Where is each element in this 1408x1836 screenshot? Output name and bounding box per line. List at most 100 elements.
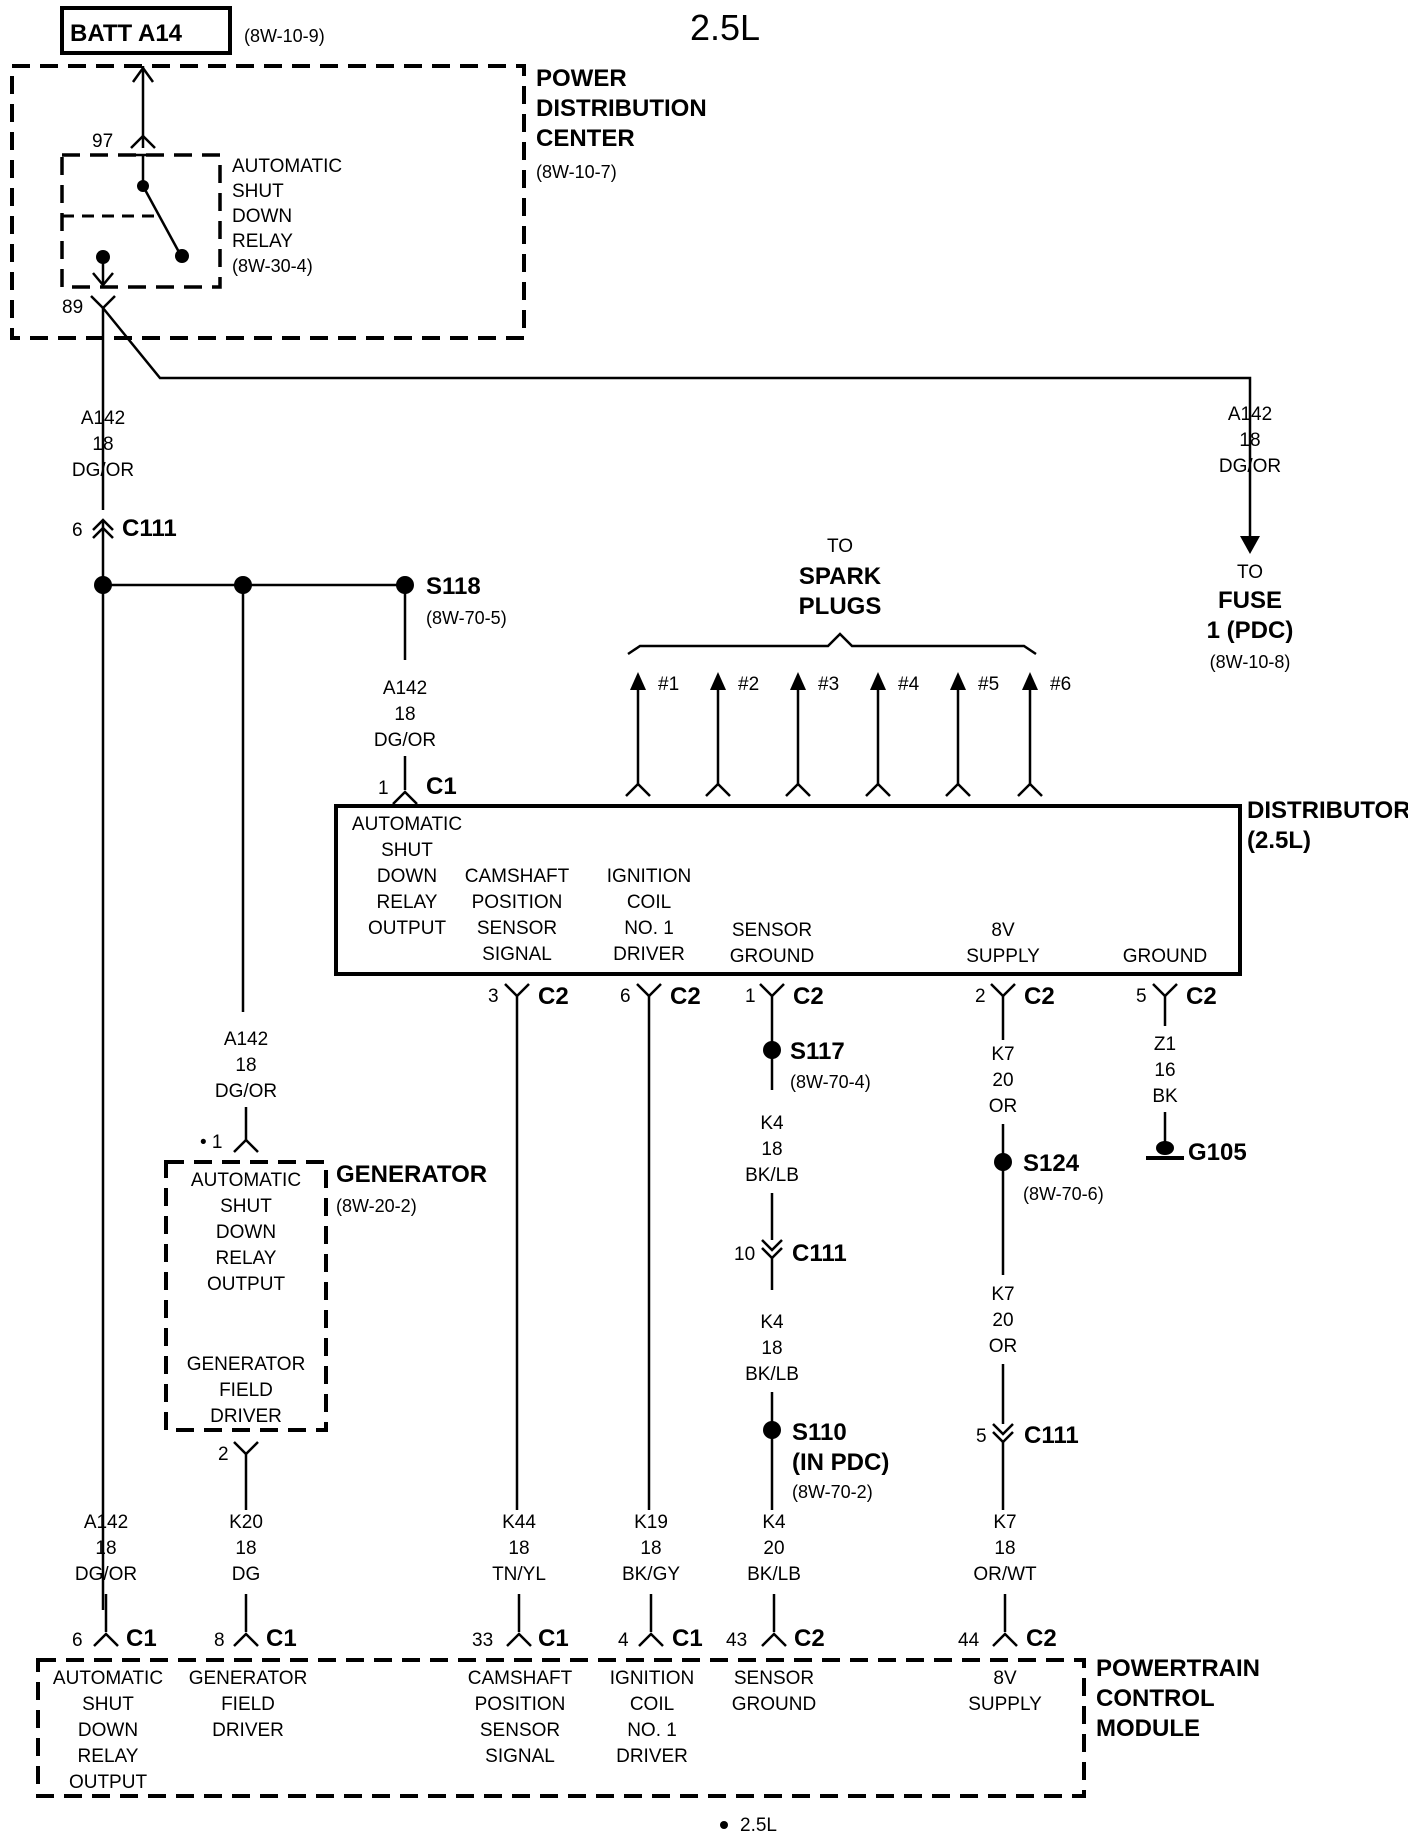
wire-a142-s118-color: DG/OR [374, 730, 436, 751]
gen-asd-1: AUTOMATIC [191, 1170, 301, 1191]
pcm-connectors: 6 C1 8 C1 33 C1 4 C1 43 C2 44 C2 [72, 1625, 1057, 1652]
arrow-to-fuse [1240, 536, 1260, 554]
k19-name: K19 [634, 1512, 668, 1533]
plug-2-label: #2 [738, 674, 759, 695]
c111-k4-label: C111 [792, 1240, 847, 1267]
dist-ign-2: COIL [627, 892, 671, 913]
pcm-ign-1: IGNITION [610, 1668, 694, 1689]
pcm-c2-pin44-num: 44 [958, 1630, 980, 1651]
dist-ign-3: NO. 1 [624, 918, 674, 939]
pdc-pin-89: 89 [62, 297, 83, 318]
plug-6-label: #6 [1050, 674, 1071, 695]
dist-c1-label: C1 [426, 773, 457, 800]
distributor-title-2: (2.5L) [1247, 827, 1311, 854]
k20-name: K20 [229, 1512, 263, 1533]
wire-a142-s118-name: A142 [383, 678, 427, 699]
a142-gen-gauge: 18 [235, 1055, 256, 1076]
k4c-gauge: 20 [763, 1538, 784, 1559]
dist-c2-pin6: 6 C2 [620, 983, 701, 1010]
a142-bottom-color: DG/OR [75, 1564, 137, 1585]
gen-asd-2: SHUT [220, 1196, 272, 1217]
dist-c2-connectors: 3 C2 6 C2 1 C2 2 C2 5 C2 [488, 983, 1217, 1010]
pcm-title-2: CONTROL [1096, 1685, 1215, 1712]
spark-label-2: PLUGS [799, 593, 882, 620]
ground-g105-icon [1146, 1141, 1184, 1160]
gen-field-1: GENERATOR [187, 1354, 306, 1375]
dist-c2-pin1-num: 1 [745, 986, 756, 1007]
pcm-c1-pin33-label: C1 [538, 1625, 569, 1652]
spark-label-1: SPARK [799, 563, 882, 590]
k4b-color: BK/LB [745, 1364, 799, 1385]
k19-color: BK/GY [622, 1564, 680, 1585]
c111-k4-pin: 10 [734, 1244, 755, 1265]
s117-ref: (8W-70-4) [790, 1072, 871, 1092]
pcm-cam-1: CAMSHAFT [468, 1668, 573, 1689]
pcm-sg-2: GROUND [732, 1694, 816, 1715]
wire-a142-left-color: DG/OR [72, 460, 134, 481]
gen-asd-5: OUTPUT [207, 1274, 286, 1295]
gen-field-2: FIELD [219, 1380, 273, 1401]
k4a-name: K4 [760, 1113, 784, 1134]
gen-pin-2: 2 [218, 1444, 229, 1465]
pcm-c1-pin6-label: C1 [126, 1625, 157, 1652]
z1-gauge: 16 [1154, 1060, 1175, 1081]
z1-color: BK [1152, 1086, 1178, 1107]
dist-c2-pin2: 2 C2 [975, 983, 1055, 1010]
k7c-gauge: 18 [994, 1538, 1015, 1559]
pcm-asd-3: DOWN [78, 1720, 138, 1741]
plug-4-label: #4 [898, 674, 920, 695]
pcm-8v-1: 8V [993, 1668, 1017, 1689]
pdc-pin-97: 97 [92, 131, 113, 152]
relay-label-1: AUTOMATIC [232, 156, 342, 177]
dist-gnd-1: GROUND [1123, 946, 1207, 967]
dist-8v-2: SUPPLY [966, 946, 1040, 967]
k44-name: K44 [502, 1512, 536, 1533]
dist-asd-1: AUTOMATIC [352, 814, 462, 835]
spark-plug-4: #4 [865, 672, 920, 797]
dist-c2-pin1-label: C2 [793, 983, 824, 1010]
power-distribution-center: POWER DISTRIBUTION CENTER (8W-10-7) AUTO… [10, 64, 707, 340]
pcm-c1-pin33: 33 C1 [472, 1625, 569, 1652]
generator-title: GENERATOR [336, 1161, 487, 1188]
plug-1-label: #1 [658, 674, 679, 695]
spark-plug-6: #6 [1017, 672, 1071, 797]
dist-sg-1: SENSOR [732, 920, 812, 941]
battery-label: BATT A14 [70, 20, 183, 47]
gen-asd-3: DOWN [216, 1222, 276, 1243]
a142-bottom-name: A142 [84, 1512, 128, 1533]
pcm-title-1: POWERTRAIN [1096, 1655, 1260, 1682]
spark-plug-2: #2 [705, 672, 759, 797]
gen-field-3: DRIVER [210, 1406, 282, 1427]
pcm-c2-pin43-num: 43 [726, 1630, 747, 1651]
pcm-c2-pin43: 43 C2 [726, 1625, 825, 1652]
fuse-label-1: FUSE [1218, 587, 1282, 614]
relay-label-4: RELAY [232, 231, 293, 252]
k4b-name: K4 [760, 1312, 784, 1333]
footnote-bullet [720, 1821, 728, 1829]
splice-dot-1 [94, 576, 112, 594]
gen-asd-4: RELAY [216, 1248, 277, 1269]
dist-c2-pin1: 1 C2 [745, 983, 824, 1010]
relay-label-3: DOWN [232, 206, 292, 227]
s124-label: S124 [1023, 1150, 1080, 1177]
dist-c2-pin3: 3 C2 [488, 983, 569, 1010]
relay-contact-dot-2 [175, 249, 189, 263]
k4c-color: BK/LB [747, 1564, 801, 1585]
pcm-c1-pin8-label: C1 [266, 1625, 297, 1652]
spark-plug-wires: #1 #2 #3 #4 #5 [625, 672, 1071, 797]
dist-cam-3: SENSOR [477, 918, 557, 939]
dist-c2-pin5-label: C2 [1186, 983, 1217, 1010]
s110-label-2: (IN PDC) [792, 1449, 889, 1476]
dist-cam-4: SIGNAL [482, 944, 552, 965]
dist-asd-4: RELAY [377, 892, 438, 913]
pcm-c2-pin43-label: C2 [794, 1625, 825, 1652]
spark-to: TO [827, 536, 853, 557]
s110-ref: (8W-70-2) [792, 1482, 873, 1502]
dist-8v-1: 8V [991, 920, 1015, 941]
battery-ref: (8W-10-9) [244, 26, 325, 46]
pcm-c1-pin6: 6 C1 [72, 1625, 157, 1652]
spark-brace [627, 632, 1037, 656]
dist-c2-pin6-label: C2 [670, 983, 701, 1010]
c111-top-label: C111 [122, 515, 177, 542]
spark-plug-5: #5 [945, 672, 999, 797]
